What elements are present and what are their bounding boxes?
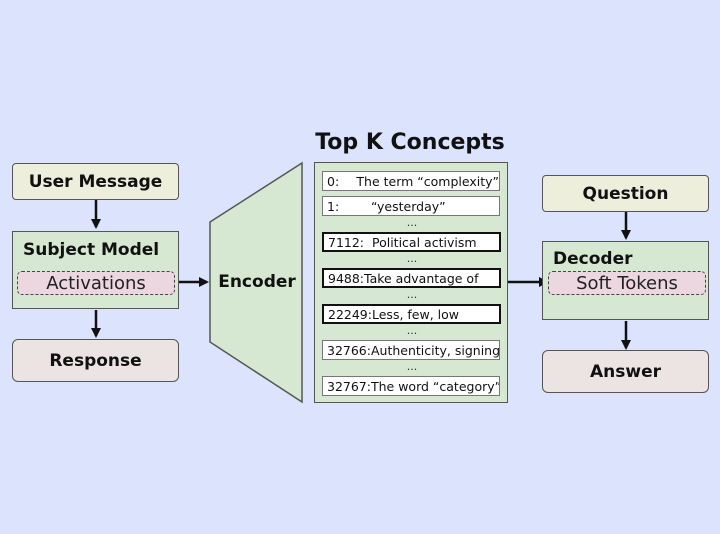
concept-text: Political activism — [372, 234, 477, 250]
activations-label: Activations — [46, 272, 146, 294]
concept-text: Authenticity, signing — [370, 342, 500, 358]
response-label: Response — [49, 350, 142, 371]
response-box: Response — [12, 339, 179, 382]
concept-index: 32766: — [327, 342, 371, 358]
concept-item: 0: The term “complexity” — [322, 171, 500, 191]
decoder-label: Decoder — [553, 249, 633, 269]
concepts-panel: 0: The term “complexity” 1: “yesterday” … — [314, 162, 508, 403]
concept-text: “yesterday” — [371, 198, 446, 214]
answer-label: Answer — [590, 361, 661, 382]
concept-text: The word “category” — [370, 378, 500, 394]
concept-text: The term “complexity” — [356, 173, 499, 189]
concept-ellipsis: ... — [406, 324, 418, 337]
concept-text: Less, few, low — [372, 306, 460, 322]
concept-item: 9488: Take advantage of — [322, 268, 501, 288]
question-label: Question — [582, 183, 669, 204]
subject-model-box: Subject Model Activations — [12, 231, 179, 309]
concept-item: 32767: The word “category” — [322, 376, 500, 396]
soft-tokens-box: Soft Tokens — [548, 271, 706, 295]
decoder-box: Decoder Soft Tokens — [542, 241, 709, 320]
concept-item: 7112: Political activism — [322, 232, 501, 252]
concept-ellipsis: ... — [406, 288, 418, 301]
concept-item: 1: “yesterday” — [322, 196, 500, 216]
concept-index: 1: — [327, 198, 340, 214]
encoder-shape — [209, 161, 303, 404]
user-message-label: User Message — [28, 171, 163, 192]
concepts-title: Top K Concepts — [315, 130, 505, 155]
activations-box: Activations — [17, 271, 175, 295]
subject-model-label: Subject Model — [23, 240, 160, 260]
encoder-label: Encoder — [218, 272, 296, 292]
concept-item: 22249: Less, few, low — [322, 304, 501, 324]
concept-item: 32766: Authenticity, signing — [322, 340, 500, 360]
concept-index: 9488: — [328, 270, 365, 286]
question-box: Question — [542, 175, 709, 212]
concept-ellipsis: ... — [406, 360, 418, 373]
concept-index: 32767: — [327, 378, 371, 394]
concept-index: 0: — [327, 173, 340, 189]
concept-ellipsis: ... — [406, 252, 418, 265]
answer-box: Answer — [542, 350, 709, 393]
concept-index: 7112: — [328, 234, 365, 250]
concept-ellipsis: ... — [406, 216, 418, 229]
user-message-box: User Message — [12, 163, 179, 200]
soft-tokens-label: Soft Tokens — [576, 272, 678, 294]
concept-text: Take advantage of — [364, 270, 479, 286]
concept-index: 22249: — [328, 306, 372, 322]
